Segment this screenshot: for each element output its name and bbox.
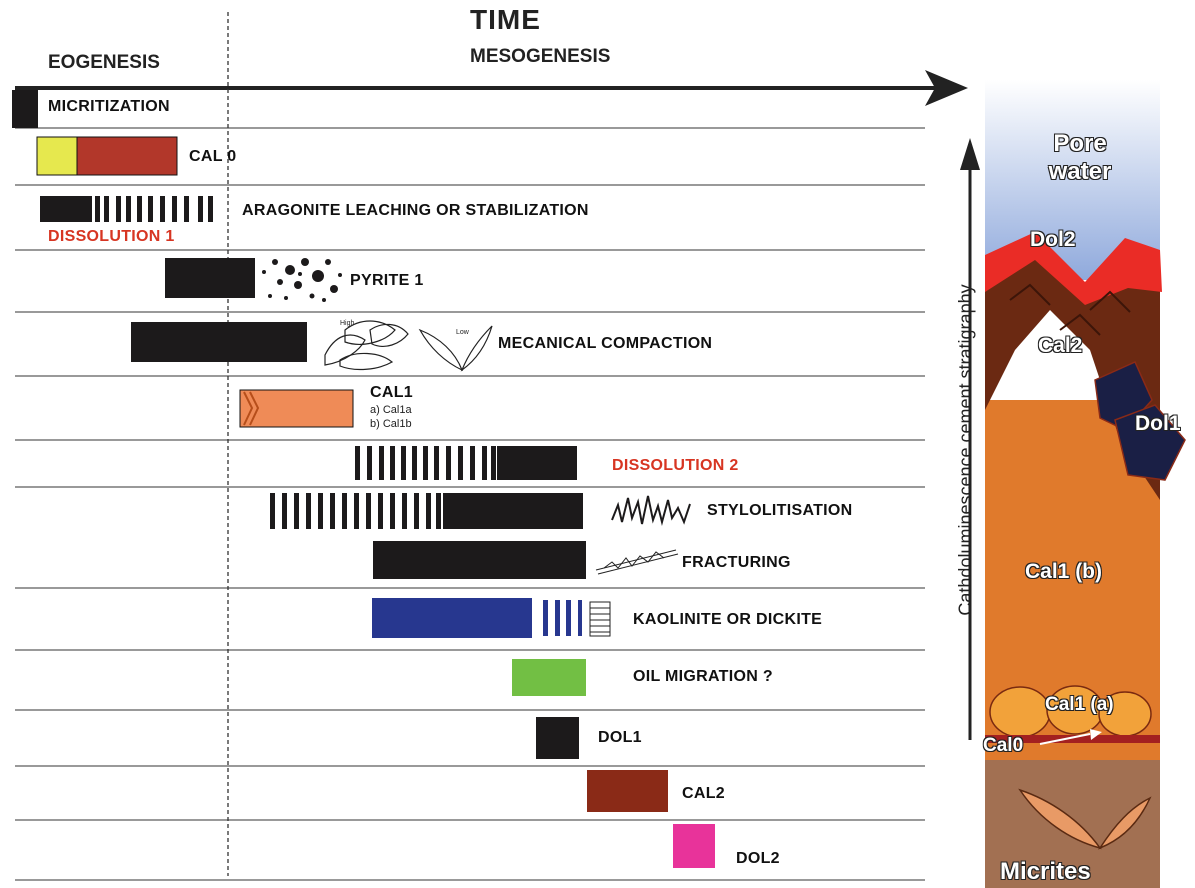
fracturing-label: FRACTURING xyxy=(682,554,791,571)
pore-water-label: Pore water xyxy=(1048,130,1112,185)
column-dol1-label: Dol1 xyxy=(1135,412,1181,435)
fracturing-bar xyxy=(373,541,586,579)
cal0-rim xyxy=(985,735,1160,743)
cal1a-label: a) Cal1a xyxy=(370,404,412,416)
column-dol2-label: Dol2 xyxy=(1030,228,1076,251)
cal1a-cements xyxy=(989,685,1152,738)
mesogenesis-label: MESOGENESIS xyxy=(470,46,611,67)
cal0-label: CAL 0 xyxy=(189,148,237,165)
micritization-bar xyxy=(12,90,38,128)
pyrite1-label: PYRITE 1 xyxy=(350,272,424,289)
oil-migration-bar xyxy=(512,659,586,696)
cal1-chevron xyxy=(243,391,254,426)
oil-migration-label: OIL MIGRATION ? xyxy=(633,668,773,685)
eogenesis-label: EOGENESIS xyxy=(48,52,160,73)
dissolution1-label: DISSOLUTION 1 xyxy=(48,228,175,245)
compaction-high-label: High xyxy=(340,320,355,327)
compaction-label: MECANICAL COMPACTION xyxy=(498,335,713,352)
column-micrites-label: Micrites xyxy=(1000,858,1091,885)
stylolite-icon xyxy=(611,495,691,526)
dol1-bar xyxy=(536,717,579,759)
stylolitisation-bar xyxy=(443,493,583,529)
compaction-low-label: Low xyxy=(456,329,469,336)
dol2-label: DOL2 xyxy=(736,850,780,867)
compaction-grains-icon xyxy=(324,320,493,372)
aragonite-label: ARAGONITE LEACHING OR STABILIZATION xyxy=(242,202,589,219)
cement-column xyxy=(960,80,1186,888)
dol2-zone xyxy=(985,232,1162,305)
time-arrow-head xyxy=(925,70,968,106)
time-title: TIME xyxy=(470,4,541,35)
dissolution2-label: DISSOLUTION 2 xyxy=(612,457,739,474)
dissolution2-dashes xyxy=(355,446,496,480)
cal2-zone xyxy=(985,250,1160,500)
micritization-label: MICRITIZATION xyxy=(48,98,170,115)
pyrite-speckle-icon xyxy=(262,258,342,302)
dol1-label: DOL1 xyxy=(598,729,642,746)
aragonite-bar xyxy=(40,196,92,222)
cal1-label: CAL1 xyxy=(370,384,413,401)
fracture-icon xyxy=(595,549,679,575)
column-cal2-label: Cal2 xyxy=(1038,334,1083,357)
kaolinite-label: KAOLINITE OR DICKITE xyxy=(633,611,823,628)
kaolinite-bar xyxy=(372,598,532,638)
aragonite-dashes xyxy=(95,196,213,222)
stratigraphy-axis-label: Cathdoluminescence cement stratigraphy xyxy=(955,284,976,616)
cal2-label: CAL2 xyxy=(682,785,725,802)
column-cal0-label: Cal0 xyxy=(983,735,1024,756)
cal2-bar xyxy=(587,770,668,812)
pyrite1-bar xyxy=(165,258,255,298)
dol2-bar xyxy=(673,824,715,868)
stratigraphy-arrow-head xyxy=(960,138,980,170)
cal1b-label: b) Cal1b xyxy=(370,418,412,430)
dol1-crystals xyxy=(1094,361,1186,481)
cal0-yellow-bar xyxy=(36,136,78,176)
column-cal1b-label: Cal1 (b) xyxy=(1025,560,1103,583)
row-separators xyxy=(15,127,925,881)
dissolution2-bar xyxy=(497,446,577,480)
cal0-red-bar xyxy=(76,136,178,176)
column-cal1a-label: Cal1 (a) xyxy=(1045,694,1114,715)
compaction-bar xyxy=(131,322,307,362)
stylolitisation-dashes xyxy=(270,493,441,529)
kaolinite-booklet-icon xyxy=(589,601,611,637)
kaolinite-dashes xyxy=(543,600,582,636)
stylolitisation-label: STYLOLITISATION xyxy=(707,502,853,519)
